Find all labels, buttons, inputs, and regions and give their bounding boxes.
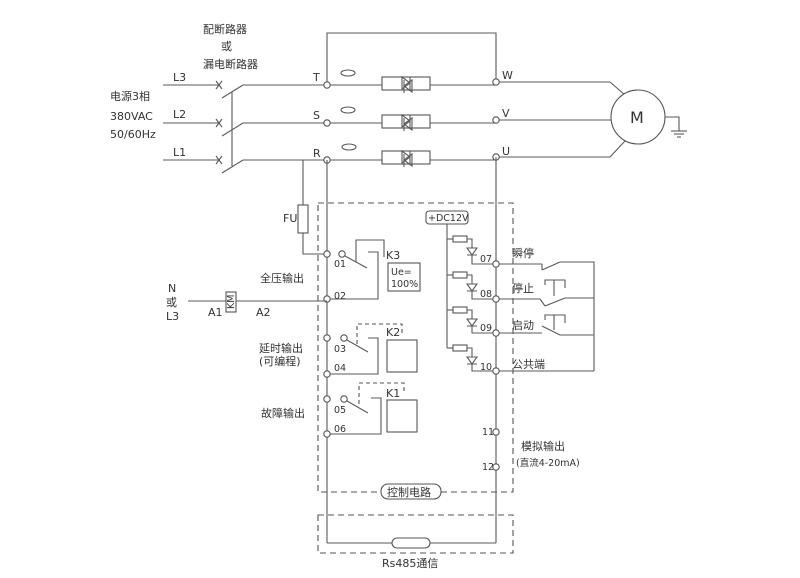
terminal-07 (492, 260, 500, 268)
input-channels (447, 235, 496, 372)
terminal-11-label: 11 (482, 427, 494, 438)
phase-label-l2: L2 (173, 108, 186, 121)
control-circuit-badge (380, 483, 442, 500)
terminal-03-label: 03 (334, 344, 346, 355)
terminal-v-label: V (502, 107, 510, 120)
input-channel-9 (447, 306, 496, 334)
terminal-12 (492, 463, 500, 471)
source-or: 或 (166, 296, 177, 309)
terminal-w (492, 78, 500, 86)
terminal-u-label: U (502, 145, 510, 158)
diode (465, 247, 479, 256)
resistor (452, 271, 468, 279)
thyristor-module-t (327, 69, 496, 94)
input-channel-8 (447, 271, 496, 300)
supply-title: 电源3相 (110, 89, 150, 103)
supply-frequency: 50/60Hz (110, 128, 156, 141)
emergency-stop-label: 瞬停 (512, 246, 534, 260)
km-coil (225, 291, 237, 313)
terminal-06-label: 06 (334, 424, 346, 435)
fuse-label: FU (283, 212, 297, 225)
breaker-symbol (163, 80, 325, 174)
fuse-symbol (297, 204, 309, 234)
k3-coil (387, 262, 421, 292)
k3-label: K3 (386, 249, 400, 262)
diode (465, 318, 479, 327)
terminal-08-label: 08 (480, 289, 492, 300)
terminal-05 (323, 395, 331, 403)
analog-output-label-1: 模拟输出 (521, 439, 565, 453)
full-voltage-output-label: 全压输出 (260, 271, 304, 285)
terminal-09-label: 09 (480, 323, 492, 334)
resistor (452, 235, 468, 243)
rs485-box (317, 514, 514, 554)
external-switches (496, 261, 595, 372)
k2-label: K2 (386, 326, 400, 339)
k2-coil (386, 339, 418, 373)
analog-output-label-2: (直流4-20mA) (516, 457, 580, 469)
rs485-label: Rs485通信 (382, 557, 438, 570)
supply-voltage: 380VAC (110, 110, 153, 123)
rs485-connector (391, 537, 431, 549)
source-l3: L3 (166, 310, 179, 323)
k3-setting-2: 100% (391, 279, 418, 290)
terminal-w-label: W (502, 69, 513, 82)
k2-contact-pivot (340, 334, 348, 342)
km-label: KM (226, 295, 237, 309)
terminal-02-label: 02 (334, 291, 346, 302)
motor-label: M (630, 108, 644, 127)
terminal-12-label: 12 (482, 462, 494, 473)
terminal-r-label: R (313, 147, 321, 160)
thyristor-module-r (327, 143, 496, 168)
source-n: N (168, 282, 176, 295)
terminal-t (323, 81, 331, 89)
phase-label-l3: L3 (173, 71, 186, 84)
input-channel-10 (447, 344, 496, 372)
terminal-01 (323, 250, 331, 258)
common-label: 公共端 (512, 358, 545, 371)
terminal-10 (492, 367, 500, 375)
stop-label: 停止 (512, 281, 534, 295)
diode (465, 283, 479, 292)
phase-label-l1: L1 (173, 146, 186, 159)
k1-contact-pivot (340, 395, 348, 403)
control-circuit-label: 控制电路 (387, 485, 431, 499)
resistor (452, 306, 468, 314)
start-label: 启动 (512, 319, 534, 332)
k3-setting-1: Ue= (391, 267, 412, 278)
terminal-07-label: 07 (480, 254, 492, 265)
breaker-label-2: 或 (221, 40, 232, 53)
terminal-11 (492, 428, 500, 436)
terminal-04 (323, 370, 331, 378)
terminal-s (323, 119, 331, 127)
a1-label: A1 (208, 306, 223, 319)
terminal-08 (492, 295, 500, 303)
terminal-05-label: 05 (334, 405, 346, 416)
terminal-s-label: S (313, 109, 320, 122)
terminal-v (492, 116, 500, 124)
fault-output-label: 故障输出 (261, 406, 305, 420)
delay-output-label-2: (可编程) (259, 354, 301, 368)
thyristor-module-s (327, 106, 496, 132)
ground-icon (665, 116, 687, 138)
input-channel-7 (447, 235, 496, 265)
dc12v-label: +DC12V (428, 213, 469, 224)
terminal-t-label: T (312, 71, 320, 84)
diode (465, 356, 479, 365)
k1-label: K1 (386, 387, 400, 400)
k3-contact-pivot (338, 250, 346, 258)
resistor (452, 344, 468, 352)
terminal-04-label: 04 (334, 363, 346, 374)
terminal-03 (323, 334, 331, 342)
terminal-10-label: 10 (480, 362, 492, 373)
k1-coil (386, 399, 418, 433)
breaker-label-1: 配断路器 (203, 22, 247, 36)
terminal-06 (323, 430, 331, 438)
terminal-09 (492, 329, 500, 337)
delay-output-label-1: 延时输出 (259, 341, 303, 355)
a2-label: A2 (256, 306, 271, 319)
breaker-label-3: 漏电断路器 (203, 57, 258, 71)
terminal-01-label: 01 (334, 259, 346, 270)
